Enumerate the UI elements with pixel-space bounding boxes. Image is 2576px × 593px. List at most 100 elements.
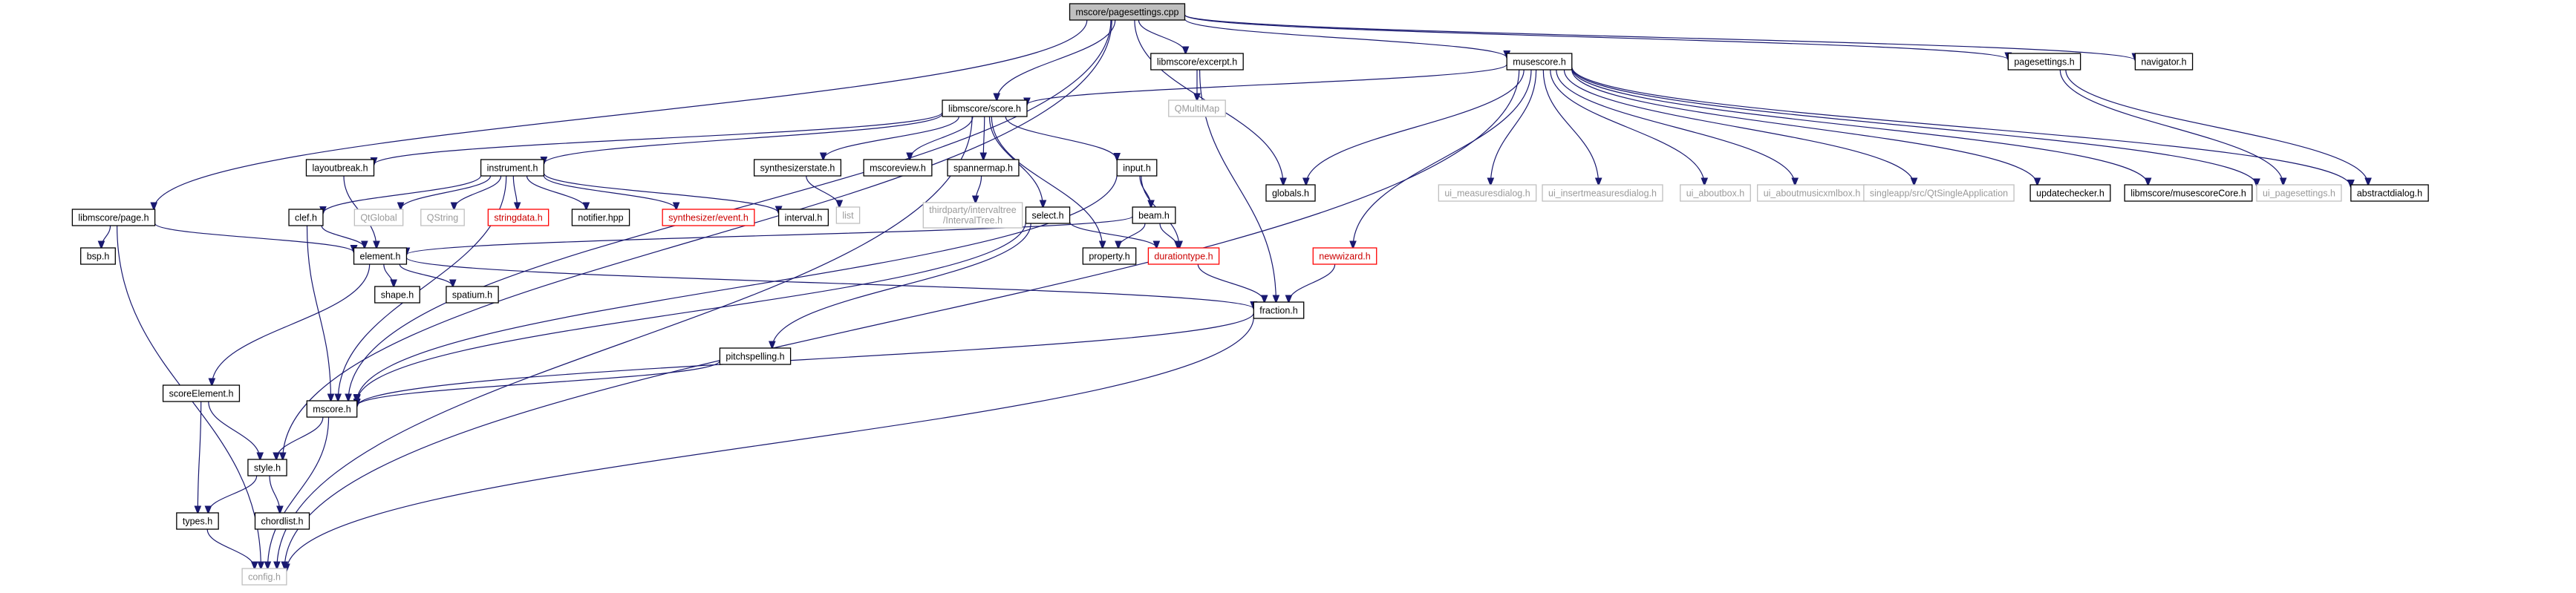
edge-libmscore_page_h-to-bsp_h <box>101 225 111 248</box>
graph-node-pagesettings-h[interactable]: pagesettings.h <box>2007 53 2081 71</box>
graph-node-navigator-h[interactable]: navigator.h <box>2134 53 2194 71</box>
graph-node-style-h[interactable]: style.h <box>247 459 287 476</box>
node-label: QString <box>427 213 458 223</box>
node-box <box>2029 184 2111 202</box>
edge-style_h-to-chordlist_h <box>269 475 280 513</box>
edge-pagesettings_h-to-abstractdialog_h <box>2065 69 2368 185</box>
graph-node-synthesizerstate-h[interactable]: synthesizerstate.h <box>753 159 842 177</box>
graph-node-clef-h[interactable]: clef.h <box>288 209 324 226</box>
node-label: QtGlobal <box>360 213 397 223</box>
edge-scoreelement_h-to-types_h <box>198 401 200 513</box>
node-label: abstractdialog.h <box>2357 189 2422 199</box>
edge-libmscore_score_h-to-instrument_h <box>544 113 943 164</box>
edge-pagesettings_cpp-to-style_h <box>283 19 1112 459</box>
graph-node-chordlist-h[interactable]: chordlist.h <box>254 512 310 530</box>
edge-libmscore_score_h-to-synthesizerstate_h <box>824 116 959 160</box>
edge-musescore_h-to-ui_pagesettings_h <box>1571 67 2257 186</box>
node-label: types.h <box>183 517 212 527</box>
edge-beam_h-to-property_h <box>1118 223 1146 248</box>
edge-pagesettings_cpp-to-pagesettings_h <box>1184 14 2008 59</box>
edge-musescore_h-to-ui_aboutmusicxmlbox_h <box>1556 69 1795 185</box>
graph-node-globals-h[interactable]: globals.h <box>1265 184 1316 202</box>
graph-node-shape-h[interactable]: shape.h <box>374 286 420 304</box>
graph-node-singleapp: singleapp/src/QtSingleApplication <box>1863 184 2015 202</box>
edge-pagesettings_h-to-ui_pagesettings_h <box>2059 69 2283 185</box>
graph-node-pitchspelling-h[interactable]: pitchspelling.h <box>719 347 792 365</box>
node-box <box>487 209 550 226</box>
graph-node-mscore-h[interactable]: mscore.h <box>306 400 358 418</box>
graph-node-fraction-h[interactable]: fraction.h <box>1253 301 1305 319</box>
node-label: ui_pagesettings.h <box>2263 189 2335 199</box>
node-box <box>162 384 241 402</box>
node-box <box>1542 184 1663 202</box>
node-box <box>922 202 1023 229</box>
graph-node-input-h[interactable]: input.h <box>1116 159 1158 177</box>
graph-node-mscoreview-h[interactable]: mscoreview.h <box>863 159 933 177</box>
node-label: list <box>842 211 854 221</box>
graph-node-abstractdialog-h[interactable]: abstractdialog.h <box>2350 184 2429 202</box>
graph-node-musescorecore-h[interactable]: libmscore/musescoreCore.h <box>2124 184 2253 202</box>
graph-node-synth-event-h[interactable]: synthesizer/event.h <box>662 209 755 226</box>
graph-node-updatechecker-h[interactable]: updatechecker.h <box>2029 184 2111 202</box>
edge-musescore_h-to-libmscore_score_h <box>1027 64 1507 105</box>
graph-node-interval-h[interactable]: interval.h <box>777 209 829 226</box>
graph-node-instrument-h[interactable]: instrument.h <box>480 159 545 177</box>
node-box <box>947 159 1020 177</box>
edge-instrument_h-to-qstring <box>454 175 502 209</box>
graph-node-beam-h[interactable]: beam.h <box>1132 206 1176 224</box>
node-box <box>719 347 792 365</box>
node-label: ui_measuresdialog.h <box>1444 189 1530 199</box>
graph-node-element-h[interactable]: element.h <box>353 247 408 265</box>
node-label: libmscore/musescoreCore.h <box>2130 189 2246 199</box>
node-label: spannermap.h <box>953 163 1013 174</box>
node-box <box>2350 184 2429 202</box>
edge-element_h-to-scoreelement_h <box>212 263 371 385</box>
node-label: navigator.h <box>2141 57 2186 68</box>
node-box <box>2007 53 2081 71</box>
graph-node-libmscore-page-h[interactable]: libmscore/page.h <box>71 209 156 226</box>
graph-node-select-h[interactable]: select.h <box>1025 206 1071 224</box>
node-label: property.h <box>1089 252 1129 262</box>
graph-node-spatium-h[interactable]: spatium.h <box>446 286 499 304</box>
node-label: config.h <box>248 572 281 583</box>
edge-libmscore_score_h-to-mscoreview_h <box>910 116 974 160</box>
node-label: libmscore/score.h <box>948 104 1021 114</box>
graph-node-pagesettings-cpp[interactable]: mscore/pagesettings.cpp <box>1069 3 1186 21</box>
edge-fraction_h-to-mscore_h <box>357 312 1254 407</box>
node-label: clef.h <box>295 213 317 223</box>
graph-node-property-h[interactable]: property.h <box>1082 247 1137 265</box>
graph-node-notifier-hpp[interactable]: notifier.hpp <box>571 209 630 226</box>
graph-node-scoreelement-h[interactable]: scoreElement.h <box>162 384 241 402</box>
node-label: pitchspelling.h <box>725 352 784 362</box>
node-box <box>288 209 324 226</box>
node-label: pagesettings.h <box>2014 57 2074 68</box>
edge-instrument_h-to-notifier_hpp <box>526 175 587 209</box>
graph-node-musescore-h[interactable]: musescore.h <box>1506 53 1573 71</box>
graph-node-libmscore-score-h[interactable]: libmscore/score.h <box>942 99 1028 117</box>
edge-musescore_h-to-musescorecore_h <box>1571 68 2148 185</box>
edge-newwizard_h-to-fraction_h <box>1288 263 1336 302</box>
node-box <box>1168 99 1226 117</box>
graph-node-types-h[interactable]: types.h <box>176 512 219 530</box>
edge-musescore_h-to-newwizard_h <box>1353 69 1532 248</box>
edge-instrument_h-to-stringdata_h <box>512 175 517 209</box>
graph-node-bsp-h[interactable]: bsp.h <box>80 247 116 265</box>
graph-node-ui-measuresdialog-h: ui_measuresdialog.h <box>1438 184 1537 202</box>
graph-node-spannermap-h[interactable]: spannermap.h <box>947 159 1020 177</box>
edge-musescore_h-to-abstractdialog_h <box>1571 66 2351 187</box>
node-box <box>353 209 404 226</box>
edge-musescore_h-to-updatechecker_h <box>1571 69 2038 185</box>
node-box <box>753 159 842 177</box>
graph-node-stringdata-h[interactable]: stringdata.h <box>487 209 550 226</box>
node-box <box>863 159 933 177</box>
graph-node-layoutbreak-h[interactable]: layoutbreak.h <box>305 159 375 177</box>
graph-node-durationtype-h[interactable]: durationtype.h <box>1147 247 1220 265</box>
node-box <box>446 286 499 304</box>
edge-libmscore_score_h-to-property_h <box>991 116 1102 248</box>
node-box <box>662 209 755 226</box>
edge-clef_h-to-mscore_h <box>306 225 330 401</box>
node-label: ui_aboutbox.h <box>1686 189 1745 199</box>
graph-node-newwizard-h[interactable]: newwizard.h <box>1312 247 1377 265</box>
edge-musescore_h-to-ui_aboutbox_h <box>1550 69 1705 185</box>
graph-node-libmscore-except-h[interactable]: libmscore/excerpt.h <box>1150 53 1244 71</box>
